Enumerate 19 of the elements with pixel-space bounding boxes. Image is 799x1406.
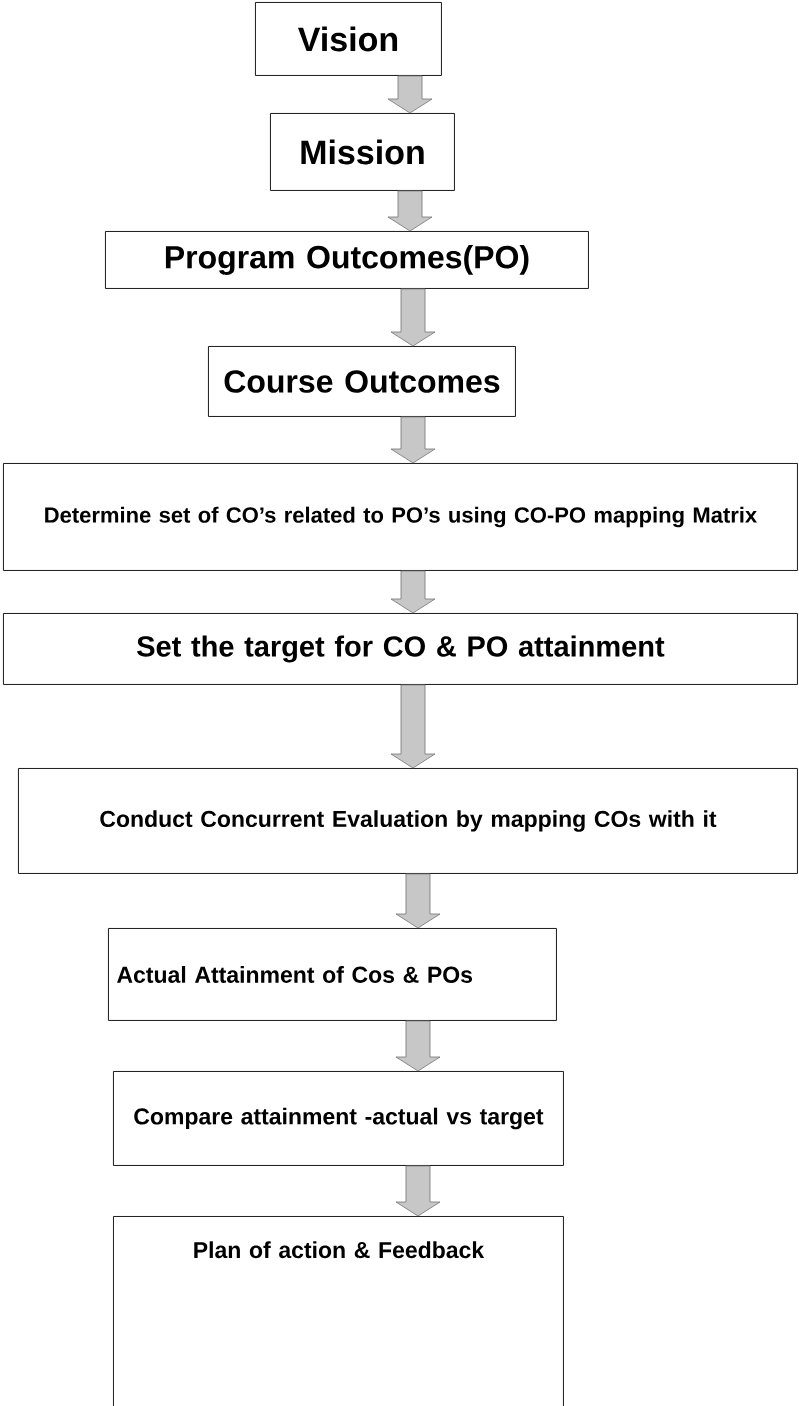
process-box: Actual Attainment of Cos & POs (108, 928, 557, 1021)
block-arrow (390, 570, 436, 614)
block-arrow (395, 873, 441, 929)
process-box: Set the target for CO & PO attainment (3, 613, 798, 685)
block-arrow (390, 416, 436, 464)
block-arrow (390, 684, 436, 769)
block-arrow (395, 1165, 441, 1217)
process-box: Determine set of CO’s related to PO’s using CO-PO mapping Matrix (3, 463, 798, 571)
process-box: Vision (255, 2, 442, 76)
process-box: Conduct Concurrent Evaluation by mapping COs with it (18, 768, 798, 874)
block-arrow (387, 75, 433, 114)
process-box: Compare attainment -actual vs target (113, 1071, 564, 1166)
block-arrow (387, 190, 433, 232)
process-box: Program Outcomes(PO) (105, 231, 589, 289)
process-box: Course Outcomes (208, 346, 516, 417)
process-box: Mission (270, 113, 455, 191)
process-box: Plan of action & Feedback (113, 1216, 564, 1406)
block-arrow (390, 288, 436, 347)
block-arrow (395, 1020, 441, 1072)
